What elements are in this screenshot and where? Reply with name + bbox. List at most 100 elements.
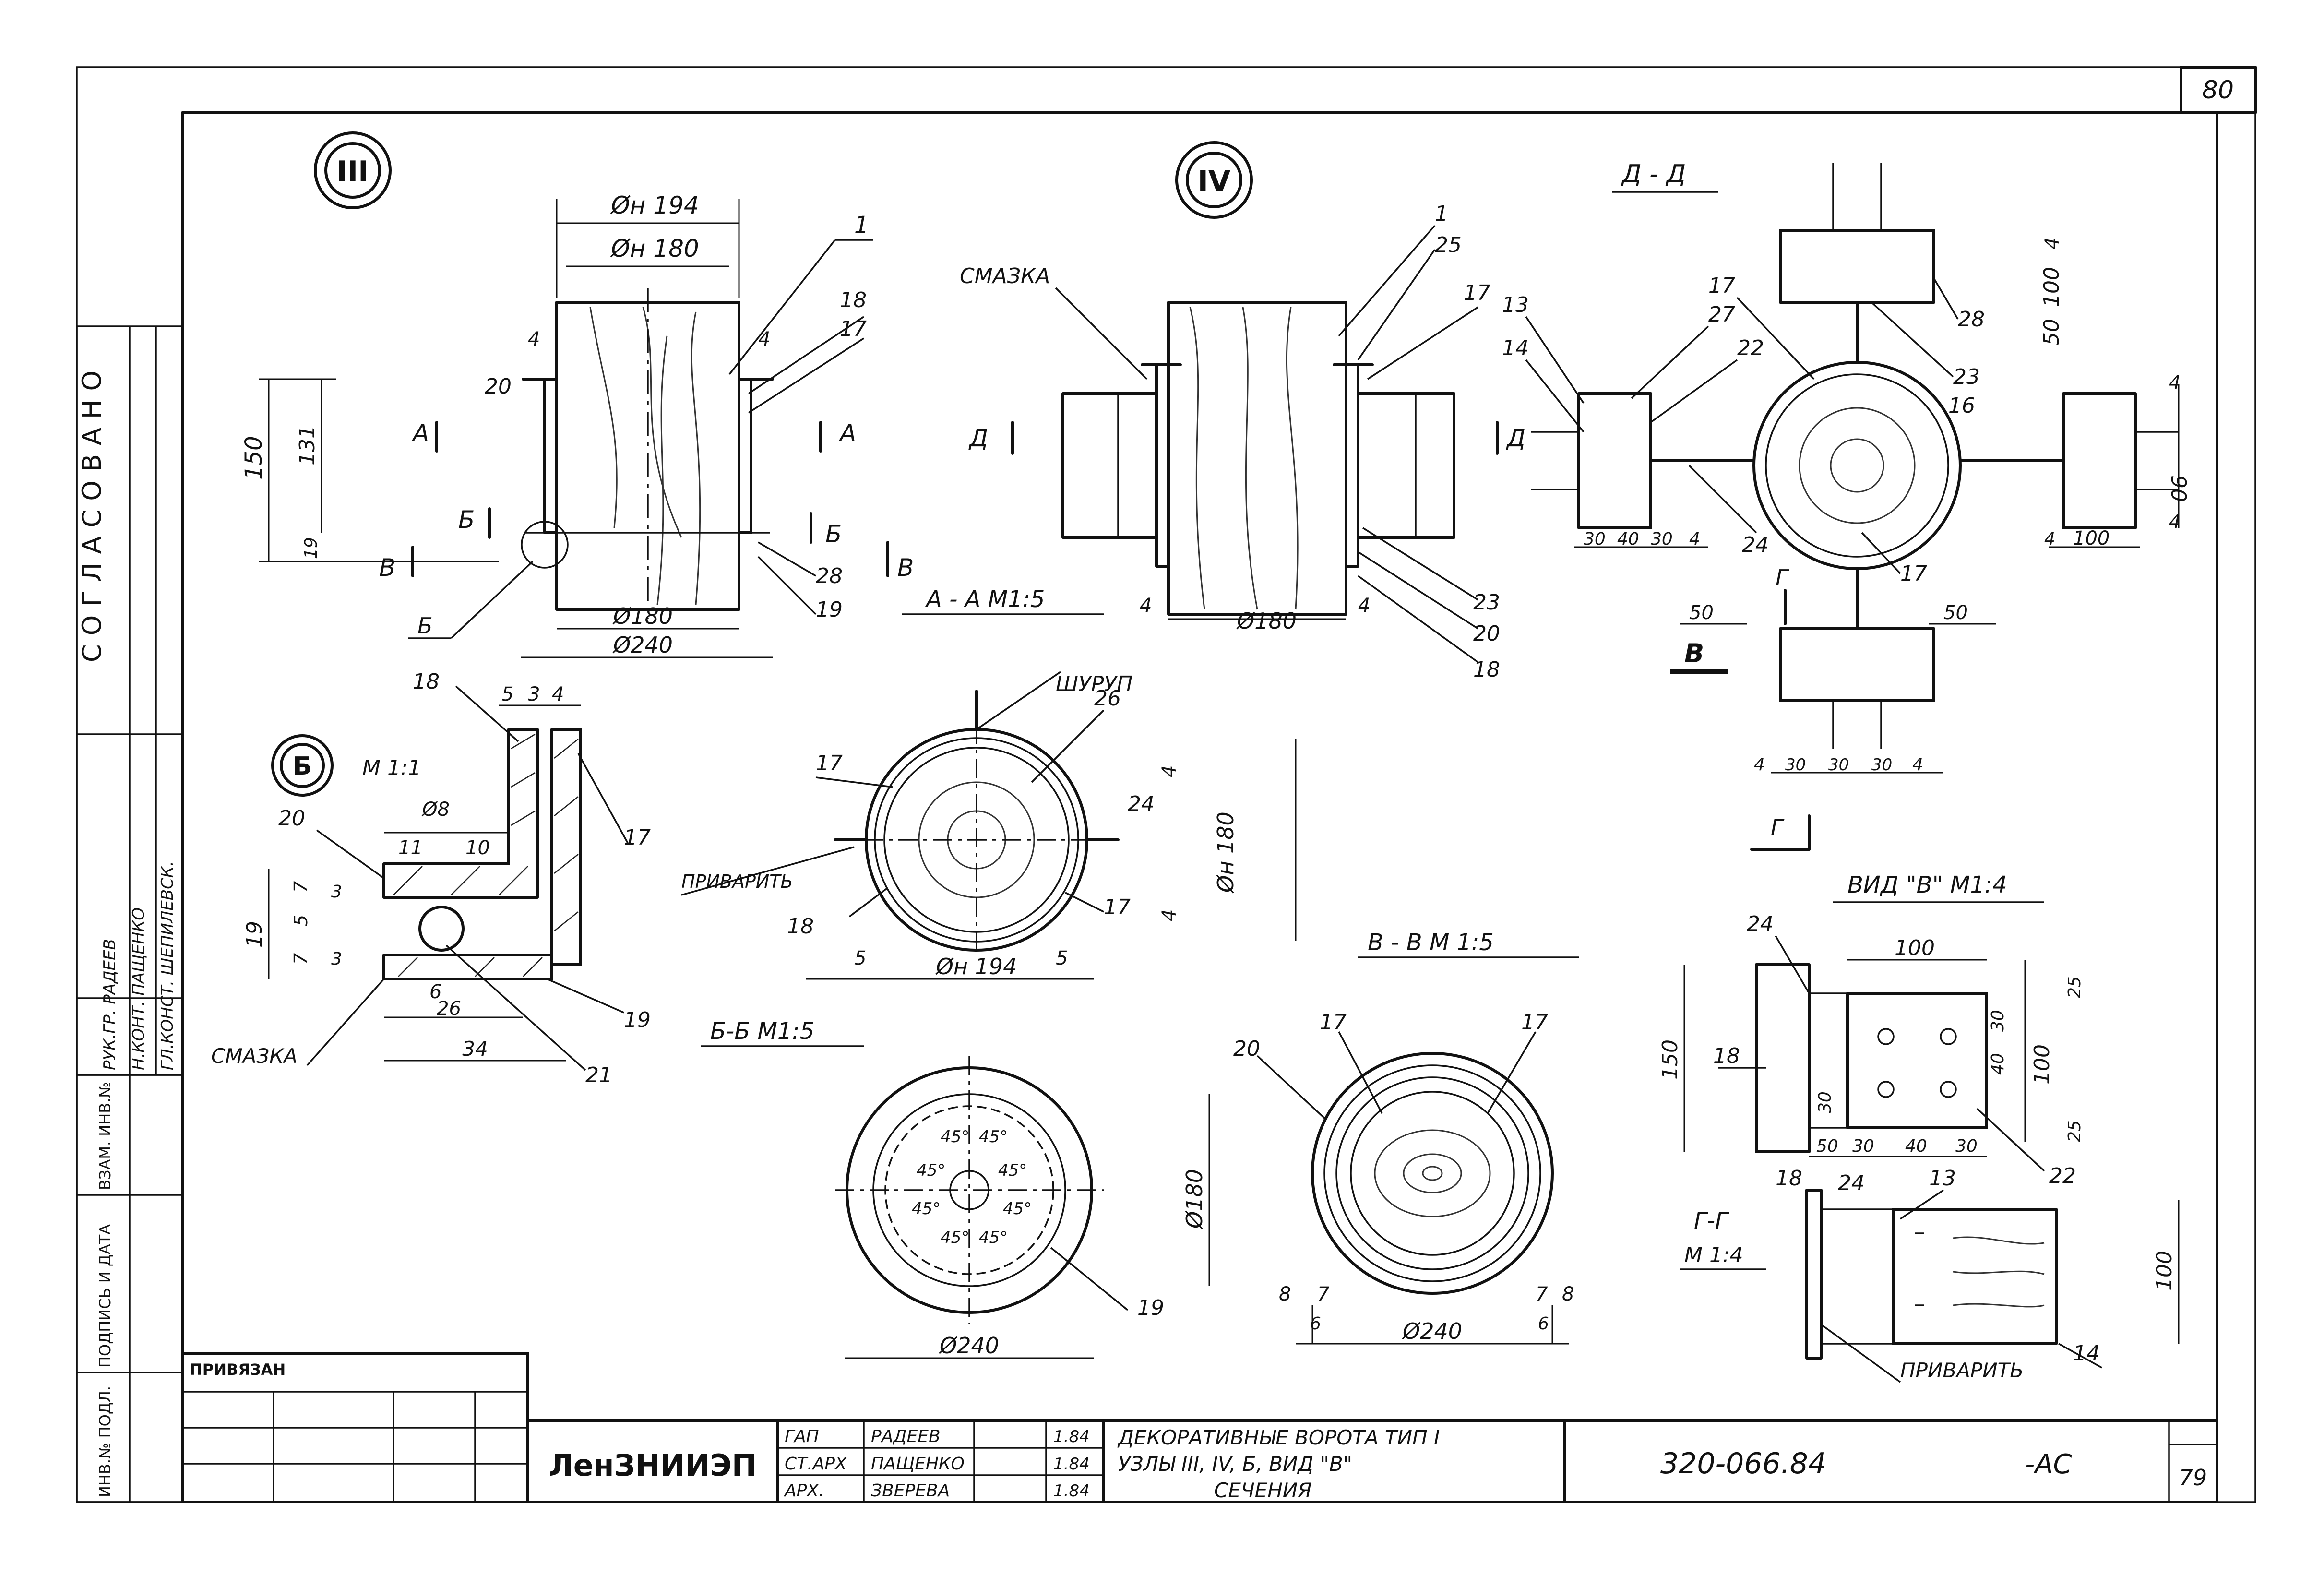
node-4-dim-4b: 4: [1358, 595, 1370, 617]
section-gg-scale: М 1:4: [1684, 1243, 1743, 1267]
view-v-dim-30b: 30: [1815, 1091, 1835, 1113]
node-3-mark: III: [337, 155, 369, 189]
section-aa-dim-5b: 5: [1056, 947, 1068, 969]
section-dd-dim-40a: 40: [1617, 529, 1639, 549]
section-gg-note: ПРИВАРИТЬ: [1900, 1359, 2024, 1382]
node-4-dim-d180: Ø180: [1236, 608, 1297, 634]
section-dd-dim-30a: 30: [1584, 529, 1606, 549]
section-bb-angle-3: 45°: [917, 1161, 945, 1180]
section-bb-dim-d240: Ø240: [939, 1333, 999, 1359]
detail-b-dim-3: 3: [528, 683, 540, 705]
node-4-ref-25: 25: [1435, 233, 1462, 257]
title-line-2: УЗЛЫ III, IV, Б, ВИД "В": [1118, 1452, 1352, 1476]
title-block: ПРИВЯЗАН ЛенЗНИИЭП ГАП РАДЕЕВ 1.84 СТ.АР…: [181, 1352, 2218, 1503]
section-aa: А - А М1:5 ШУРУП ПРИВАРИТЬ 4 Øн 180 4 5 …: [681, 586, 1297, 980]
view-v-dim-25a: 25: [2065, 976, 2085, 998]
section-dd-dim-4-top: 4: [2041, 238, 2063, 250]
node-3-cut-a-right: А: [838, 419, 856, 447]
node-4-ref-1: 1: [1435, 202, 1448, 226]
node-3-ref-20: 20: [485, 374, 512, 399]
node-3-cut-v-left: В: [379, 554, 395, 582]
node-3-view: III Øн 194 Øн 180 150 131 19 4 4 Ø180 Ø2…: [240, 131, 914, 658]
detail-b-dim-26: 26: [437, 998, 461, 1020]
detail-b-dim-5: 5: [501, 683, 513, 705]
title-line-1: ДЕКОРАТИВНЫЕ ВОРОТА ТИП I: [1117, 1426, 1440, 1449]
section-gg: Г-Г М 1:4 100 18 24 13 14 ПРИВАРИТЬ: [1680, 1166, 2180, 1383]
strip-row-3: ГЛ.КОНСТ. ШЕПИЛЕВСК.: [158, 861, 177, 1070]
section-vv-ref-17b: 17: [1521, 1010, 1548, 1035]
view-v-dim-100-top: 100: [1895, 936, 1935, 960]
section-aa-title: А - А М1:5: [925, 586, 1045, 613]
section-gg-title: Г-Г: [1694, 1207, 1729, 1234]
node-3-cut-b-left: Б: [458, 506, 475, 534]
section-bb-dim-d180: Ø180: [1181, 1169, 1207, 1229]
section-vv: В - В М 1:5 8 7 6 Ø240 7 8 6 20 17 17: [1233, 929, 1579, 1345]
section-dd-dim-4-b1: 4: [1754, 755, 1765, 775]
section-dd-dim-4-r2: 4: [2169, 511, 2181, 532]
node-4-dim-4a: 4: [1140, 595, 1152, 617]
node-4-view: IV СМАЗКА 4 Ø180 4 1 25 17 23 20 18 Д Д: [960, 141, 1525, 682]
section-gg-ref-13: 13: [1929, 1166, 1956, 1191]
section-bb-title: Б-Б М1:5: [710, 1018, 814, 1045]
section-dd-ref-17a: 17: [1708, 274, 1735, 298]
sig-date-1: 1.84: [1053, 1427, 1090, 1446]
view-v-dim-30c: 30: [1852, 1136, 1874, 1156]
section-aa-ref-17b: 17: [1104, 895, 1131, 919]
section-dd-ref-16: 16: [1948, 394, 1975, 418]
view-v-ref-22: 22: [2049, 1164, 2076, 1188]
sig-role-3: АРХ.: [784, 1481, 824, 1501]
view-v-dim-150: 150: [1658, 1039, 1682, 1080]
detail-b-dim-19: 19: [242, 921, 267, 948]
section-dd-ref-17b: 17: [1900, 561, 1927, 586]
section-bb-angle-4: 45°: [998, 1161, 1027, 1180]
section-dd-dim-100-r: 100: [2073, 527, 2109, 549]
view-v-dim-30a: 30: [1988, 1010, 2008, 1032]
section-aa-note-top: ШУРУП: [1056, 672, 1132, 696]
node-3-dim-131: 131: [295, 425, 320, 465]
section-bb-angle-5: 45°: [912, 1199, 941, 1218]
section-vv-ref-20: 20: [1233, 1037, 1260, 1061]
section-bb: Б-Б М1:5 45° 45° 45° 45° 45° 45° 45° 45°…: [701, 1018, 1210, 1359]
node-3-ref-19: 19: [816, 597, 843, 622]
detail-b-ref-19: 19: [624, 1008, 651, 1032]
node-4-ref-20: 20: [1473, 621, 1500, 646]
section-dd-ref-14: 14: [1502, 336, 1529, 360]
title-line-3: СЕЧЕНИЯ: [1214, 1479, 1311, 1502]
section-bb-angle-7: 45°: [941, 1228, 969, 1247]
detail-b-dim-7b: 7: [290, 953, 311, 965]
section-dd-ref-27: 27: [1708, 302, 1735, 327]
detail-b-dim-3b: 3: [331, 949, 342, 969]
section-vv-dim-7a: 7: [1317, 1283, 1330, 1305]
node-3-cut-v-right: В: [897, 554, 914, 582]
node-3-dim-d194: Øн 194: [610, 191, 699, 219]
detail-b-ref-17: 17: [624, 825, 651, 850]
section-dd-dim-50-top: 50: [2039, 319, 2064, 346]
section-dd-dim-4-b2: 4: [1912, 755, 1923, 775]
section-dd-dim-90: 90: [2166, 475, 2191, 502]
doc-suffix: -АС: [2025, 1449, 2072, 1480]
detail-b-dim-3a: 3: [331, 882, 342, 902]
sig-date-2: 1.84: [1053, 1455, 1090, 1474]
view-v-title: ВИД "В" М1:4: [1847, 871, 2007, 898]
section-bb-angle-1: 45°: [941, 1127, 969, 1146]
sig-role-2: СТ.АРХ: [785, 1454, 847, 1474]
detail-b-dim-6: 6: [429, 981, 441, 1003]
view-v-dim-25b: 25: [2065, 1120, 2085, 1142]
node-3-cut-b-right: Б: [825, 520, 842, 548]
section-dd-dim-30d: 30: [1828, 755, 1849, 775]
section-dd-dim-4-r1: 4: [2169, 372, 2181, 393]
node-3-ref-17: 17: [840, 317, 867, 341]
section-bb-ref-19: 19: [1137, 1296, 1164, 1320]
view-v-ref-18: 18: [1713, 1044, 1740, 1068]
detail-b-ref-21: 21: [585, 1063, 612, 1087]
approval-strip: СОГЛАСОВАНО РУК.ГР. РАДЕЕВ Н.КОНТ. ПАЩЕН…: [76, 325, 183, 1503]
section-aa-ref-26: 26: [1094, 686, 1121, 711]
section-dd-ref-23: 23: [1953, 365, 1980, 389]
section-dd-ref-24: 24: [1742, 533, 1769, 557]
detail-b: Б М 1:1 5 3 4 Ø8 11 10 19 7: [211, 669, 651, 1087]
section-dd-title: Д - Д: [1621, 160, 1686, 189]
detail-b-hatch: [393, 733, 579, 977]
view-v: ВИД "В" М1:4 100 150 25 30 40 100 30 25 …: [1658, 871, 2085, 1188]
view-v-dim-30d: 30: [1955, 1136, 1978, 1156]
section-dd-dim-4-l: 4: [1689, 529, 1700, 549]
